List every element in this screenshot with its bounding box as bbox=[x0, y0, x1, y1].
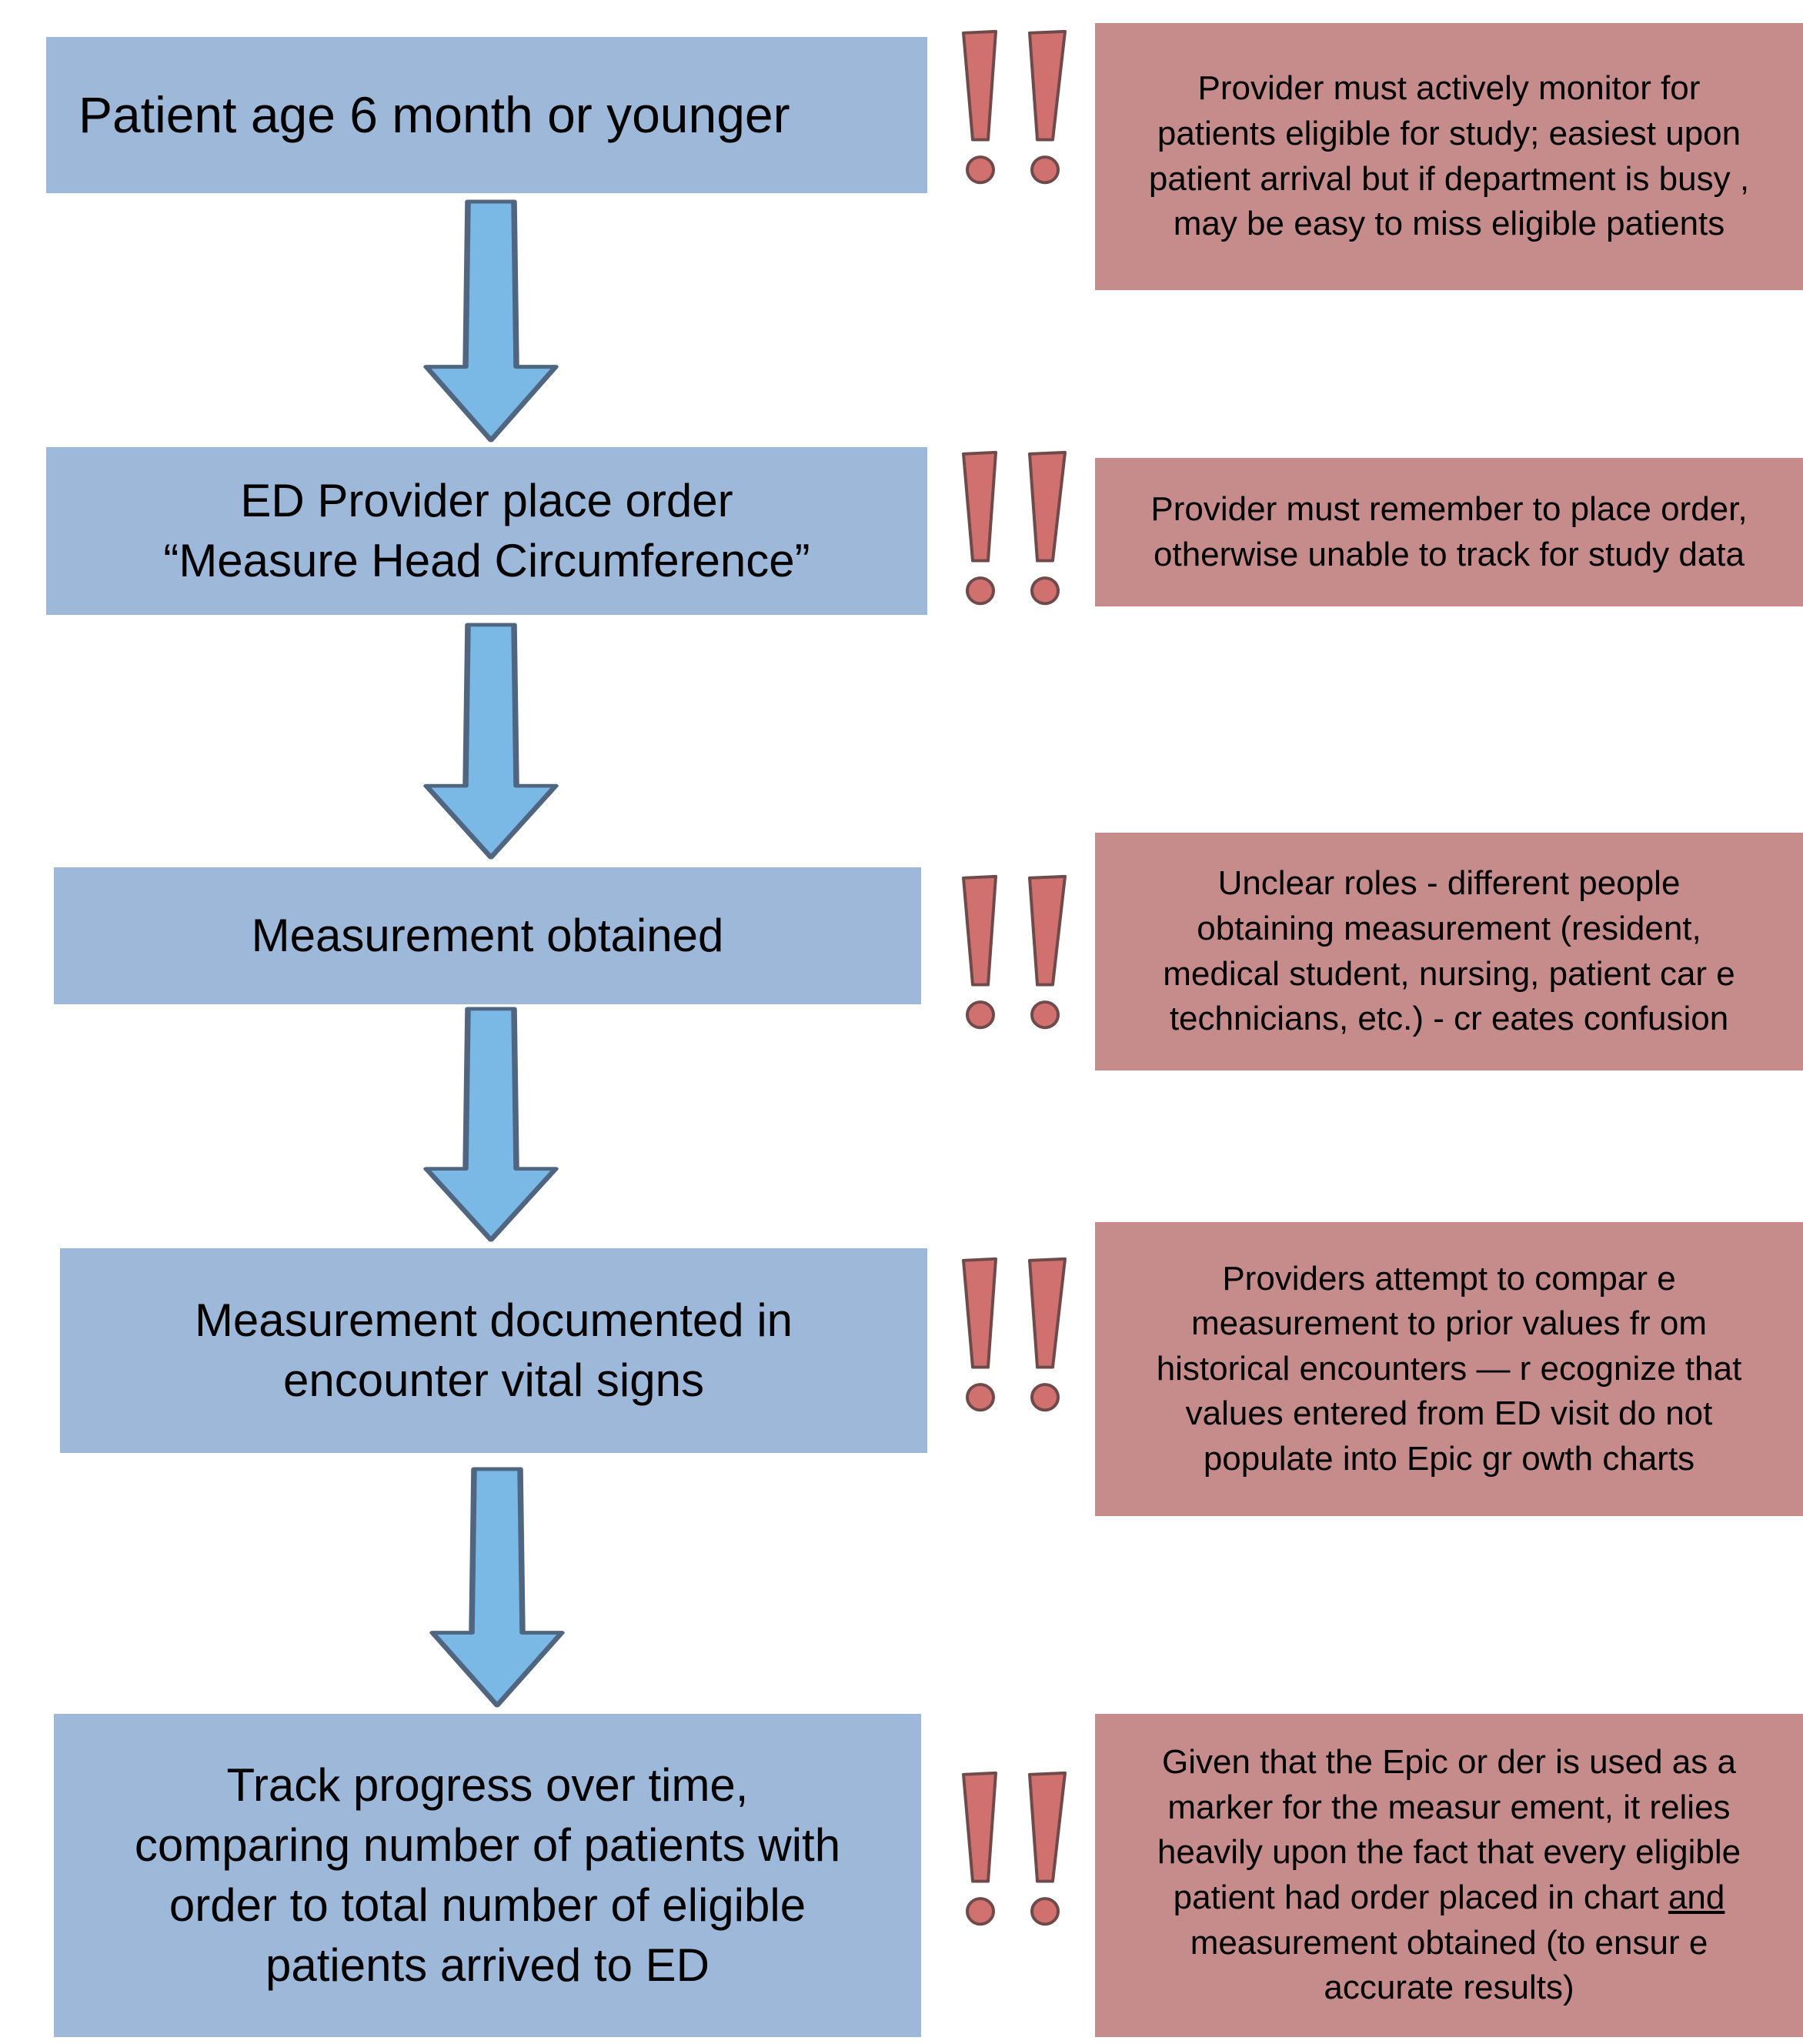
down-arrow-icon bbox=[428, 1466, 566, 1708]
down-arrow-icon bbox=[422, 199, 560, 443]
step-box-5: Track progress over time, comparing numb… bbox=[54, 1714, 921, 2037]
double-exclamation-icon bbox=[960, 27, 1068, 192]
double-exclamation-icon bbox=[960, 448, 1068, 613]
step-box-4: Measurement documented in encounter vita… bbox=[60, 1248, 927, 1453]
note-box-4: Providers attempt to compar e measuremen… bbox=[1095, 1222, 1803, 1516]
double-exclamation-icon bbox=[960, 1768, 1068, 1934]
step-4-text: Measurement documented in encounter vita… bbox=[194, 1294, 793, 1406]
double-exclamation-icon bbox=[960, 872, 1068, 1037]
step-1-text: Patient age 6 month or younger bbox=[78, 85, 790, 143]
step-5-text: Track progress over time, comparing numb… bbox=[134, 1759, 841, 1991]
underlined-and: and bbox=[1668, 1879, 1725, 1916]
note-box-1: Provider must actively monitor for patie… bbox=[1095, 23, 1803, 290]
step-box-3: Measurement obtained bbox=[54, 867, 921, 1004]
double-exclamation-icon bbox=[960, 1254, 1068, 1420]
note-box-2: Provider must remember to place order, o… bbox=[1095, 458, 1803, 606]
note-1-text: Provider must actively monitor for patie… bbox=[1148, 69, 1750, 243]
down-arrow-icon bbox=[422, 622, 560, 860]
note-3-text: Unclear roles - different people obtaini… bbox=[1163, 864, 1735, 1038]
step-3-text: Measurement obtained bbox=[251, 910, 724, 961]
step-box-2: ED Provider place order “Measure Head Ci… bbox=[46, 447, 927, 615]
note-4-text: Providers attempt to compar e measuremen… bbox=[1156, 1259, 1742, 1478]
note-5-text: Given that the Epic or der is used as a … bbox=[1157, 1743, 1741, 2007]
note-box-3: Unclear roles - different people obtaini… bbox=[1095, 833, 1803, 1070]
step-box-1: Patient age 6 month or younger bbox=[46, 37, 927, 193]
down-arrow-icon bbox=[422, 1006, 560, 1243]
note-2-text: Provider must remember to place order, o… bbox=[1150, 489, 1748, 573]
note-box-5: Given that the Epic or der is used as a … bbox=[1095, 1714, 1803, 2037]
step-2-text: ED Provider place order “Measure Head Ci… bbox=[163, 475, 810, 586]
